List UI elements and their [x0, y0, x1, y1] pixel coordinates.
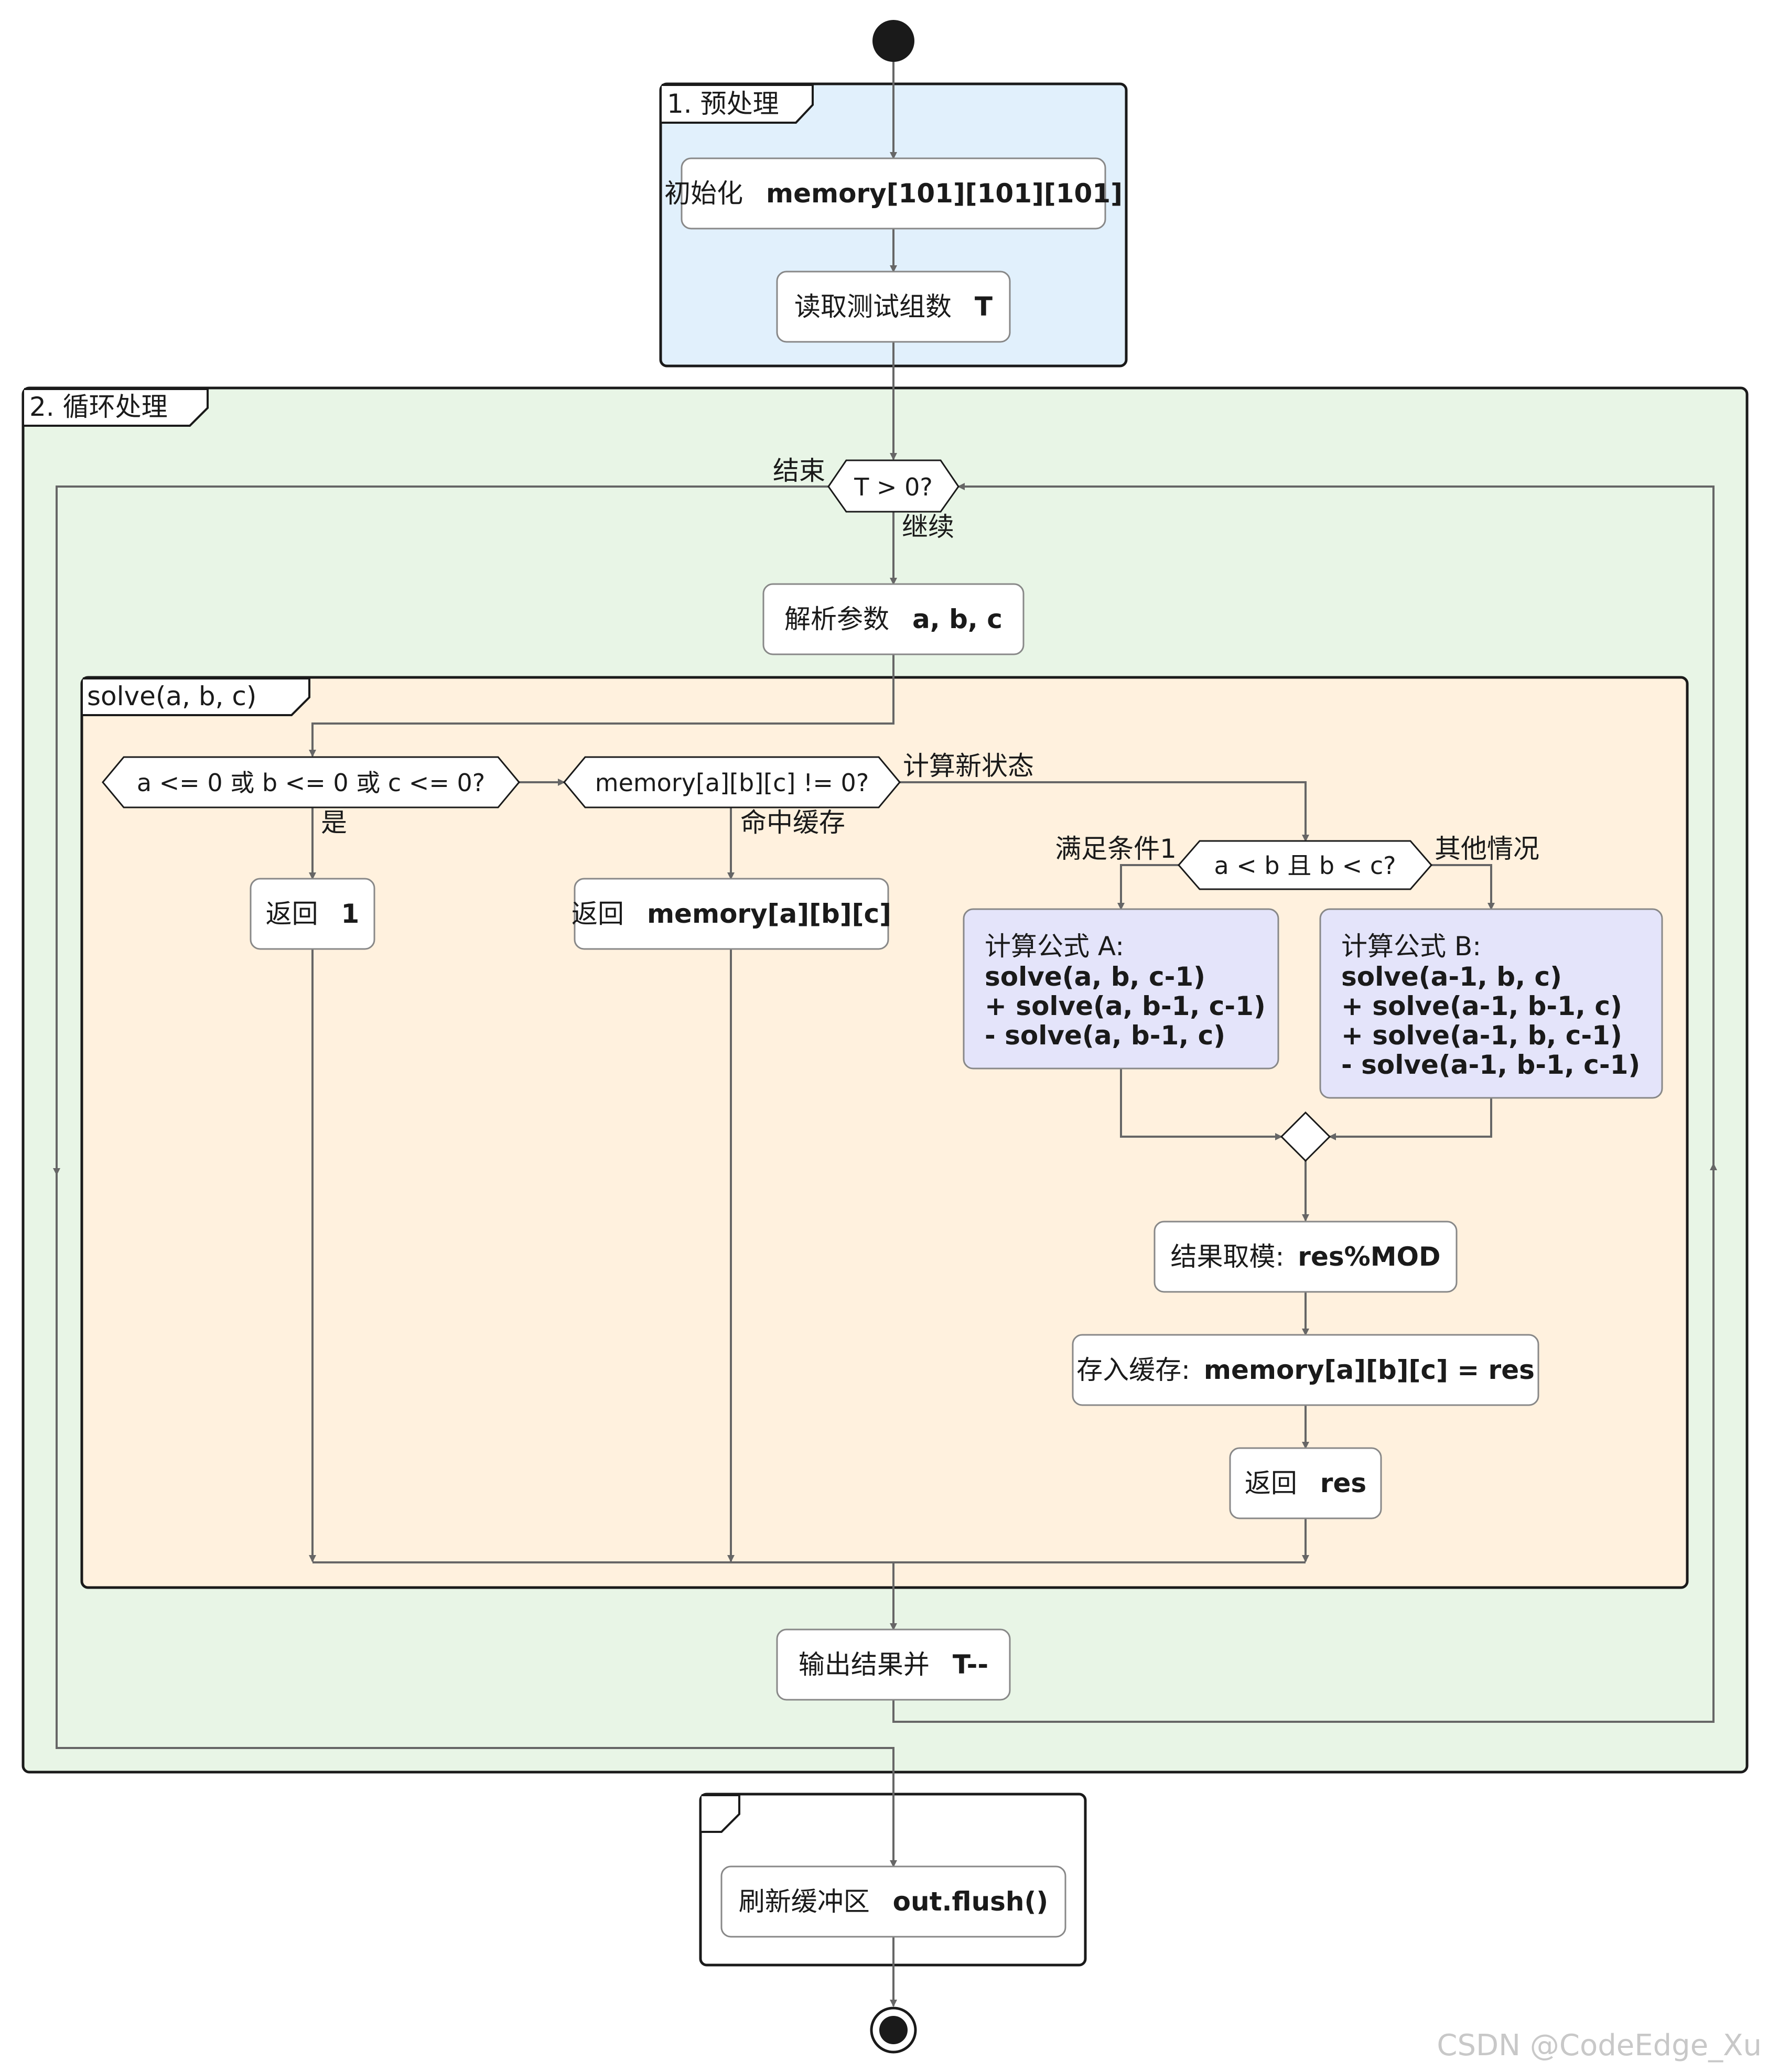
- svg-text:刷新缓冲区 out.flush(): 刷新缓冲区 out.flush(): [739, 1886, 1048, 1917]
- edge-label-compute-new: 计算新状态: [903, 751, 1034, 781]
- formula-b-title: 计算公式 B:: [1341, 931, 1481, 962]
- node-formula-b: 计算公式 B: solve(a-1, b, c) + solve(a-1, b-…: [1319, 908, 1663, 1099]
- node-init-prefix: 初始化: [664, 178, 743, 209]
- node-return-memo-value: memory[a][b][c]: [647, 899, 891, 929]
- decision-loop-cond-label: T > 0?: [854, 473, 933, 501]
- stop-node: [870, 2006, 917, 2054]
- node-store: 存入缓存: memory[a][b][c] = res: [1072, 1334, 1539, 1406]
- svg-text:解析参数 a, b, c: 解析参数 a, b, c: [784, 604, 1002, 634]
- partition-title-loop: 2. 循环处理: [29, 392, 168, 422]
- decision-loop-cond: T > 0?: [827, 459, 960, 513]
- start-node: [872, 20, 914, 62]
- node-flush: 刷新缓冲区 out.flush(): [720, 1865, 1066, 1938]
- edge-parse-solve: [309, 654, 894, 757]
- decision-order-check: a < b 且 b < c?: [1178, 840, 1432, 890]
- node-store-prefix: 存入缓存:: [1076, 1355, 1190, 1385]
- edge-order-formula-a: [1117, 864, 1179, 910]
- edge-memo-order: [900, 781, 1309, 842]
- merge-diamond: [1280, 1111, 1331, 1162]
- node-return-one-value: 1: [341, 899, 360, 929]
- edge-label-loop-continue: 继续: [902, 512, 954, 542]
- partition-title-solve: solve(a, b, c): [87, 681, 256, 711]
- formula-b-line-3: + solve(a-1, b, c-1): [1341, 1020, 1622, 1051]
- edge-label-loop-end: 结束: [773, 456, 825, 486]
- node-store-value: memory[a][b][c] = res: [1204, 1355, 1535, 1385]
- formula-b-line-2: + solve(a-1, b-1, c): [1341, 991, 1622, 1021]
- node-output-value: T--: [953, 1649, 988, 1680]
- node-parse: 解析参数 a, b, c: [762, 583, 1025, 655]
- node-init-value: memory[101][101][101]: [766, 178, 1123, 209]
- node-read-t-value: T: [975, 292, 993, 322]
- node-return-one-prefix: 返回: [266, 899, 318, 929]
- svg-text:返回 memory[a][b][c]: 返回 memory[a][b][c]: [572, 899, 891, 929]
- node-return-memo: 返回 memory[a][b][c]: [572, 878, 891, 950]
- decision-base-case-label: a <= 0 或 b <= 0 或 c <= 0?: [137, 769, 485, 797]
- node-parse-prefix: 解析参数: [784, 604, 889, 634]
- edge-label-memo-hit: 命中缓存: [740, 807, 845, 838]
- node-parse-value: a, b, c: [912, 604, 1002, 634]
- node-output: 输出结果并 T--: [776, 1628, 1011, 1701]
- decision-memo-check-label: memory[a][b][c] != 0?: [595, 769, 869, 797]
- watermark: CSDN @CodeEdge_Xu: [1437, 2028, 1762, 2063]
- decision-base-case: a <= 0 或 b <= 0 或 c <= 0?: [102, 756, 520, 808]
- node-init: 初始化 memory[101][101][101]: [664, 157, 1123, 230]
- formula-b-line-4: - solve(a-1, b-1, c-1): [1341, 1050, 1640, 1080]
- edge-order-formula-b: [1431, 864, 1495, 910]
- node-read-t: 读取测试组数 T: [776, 271, 1011, 343]
- formula-a-line-3: - solve(a, b-1, c): [985, 1020, 1225, 1051]
- edge-formula-a-merge: [1120, 1069, 1282, 1140]
- svg-text:结果取模: res%MOD: 结果取模: res%MOD: [1171, 1242, 1441, 1272]
- svg-text:返回 1: 返回 1: [266, 899, 360, 929]
- svg-text:读取测试组数 T: 读取测试组数 T: [794, 292, 993, 322]
- edge-loop-end: [56, 485, 897, 1868]
- node-return-one: 返回 1: [250, 878, 375, 950]
- node-mod-value: res%MOD: [1298, 1242, 1440, 1272]
- svg-text:返回 res: 返回 res: [1245, 1468, 1366, 1498]
- node-flush-prefix: 刷新缓冲区: [739, 1886, 870, 1917]
- edge-label-base-yes: 是: [321, 807, 347, 838]
- decision-order-check-label: a < b 且 b < c?: [1214, 851, 1396, 880]
- formula-a-title: 计算公式 A:: [985, 931, 1124, 962]
- node-read-t-prefix: 读取测试组数: [794, 292, 952, 322]
- svg-text:输出结果并 T--: 输出结果并 T--: [799, 1649, 988, 1680]
- node-flush-value: out.flush(): [893, 1886, 1049, 1917]
- node-return-res: 返回 res: [1229, 1447, 1382, 1519]
- node-output-prefix: 输出结果并: [799, 1649, 930, 1680]
- node-return-memo-prefix: 返回: [572, 899, 624, 929]
- formula-a-line-1: solve(a, b, c-1): [985, 962, 1205, 992]
- decision-memo-check: memory[a][b][c] != 0?: [563, 756, 901, 808]
- edges: [53, 61, 1717, 2007]
- formula-a-line-2: + solve(a, b-1, c-1): [985, 991, 1266, 1021]
- node-mod: 结果取模: res%MOD: [1153, 1221, 1458, 1293]
- node-mod-prefix: 结果取模:: [1171, 1242, 1285, 1272]
- edge-label-cond-one: 满足条件1: [1055, 834, 1177, 864]
- node-return-res-prefix: 返回: [1245, 1468, 1297, 1498]
- edge-label-other-case: 其他情况: [1435, 834, 1539, 864]
- node-return-res-value: res: [1320, 1468, 1366, 1498]
- node-formula-a: 计算公式 A: solve(a, b, c-1) + solve(a, b-1,…: [963, 908, 1279, 1070]
- svg-text:存入缓存: memory[a][b][c] =: 存入缓存: memory[a][b][c] = res: [1076, 1355, 1535, 1385]
- partition-title-preprocess: 1. 预处理: [667, 89, 779, 119]
- svg-text:初始化 memory[101][101][101: 初始化 memory[101][101][101]: [664, 178, 1123, 209]
- edge-formula-b-merge: [1329, 1098, 1492, 1140]
- edge-output-loopback: [892, 485, 1715, 1723]
- formula-b-line-1: solve(a-1, b, c): [1341, 962, 1562, 992]
